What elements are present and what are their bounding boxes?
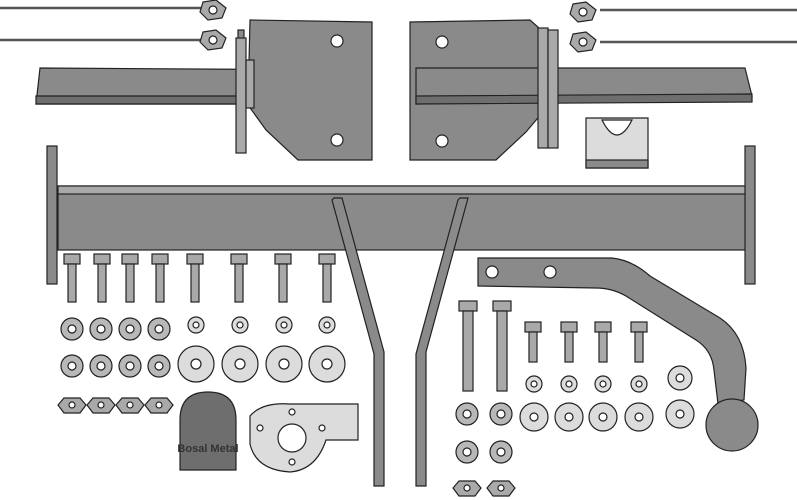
rod-nut xyxy=(199,29,227,51)
cross-beam xyxy=(46,145,756,285)
bolt xyxy=(186,253,204,303)
rod-nut xyxy=(199,0,227,21)
long-bolts-left xyxy=(63,253,336,303)
tow-ball-cover: Bosal Metal xyxy=(177,391,239,471)
flat-washers-left xyxy=(60,317,171,378)
electrical-socket-plate xyxy=(249,403,359,473)
flat-washers-right xyxy=(455,402,513,464)
threaded-rods-right xyxy=(569,1,797,53)
bolt xyxy=(121,253,139,303)
right-mounting-bracket xyxy=(409,19,753,161)
bolt xyxy=(63,253,81,303)
bolt xyxy=(630,321,648,363)
bolt xyxy=(318,253,336,303)
short-bolts-right xyxy=(524,321,648,363)
bolt xyxy=(594,321,612,363)
support-struts xyxy=(331,197,469,487)
bolt xyxy=(151,253,169,303)
bolt xyxy=(560,321,578,363)
large-washers-right xyxy=(519,399,695,432)
large-washers-left xyxy=(177,345,346,383)
nuts-left xyxy=(57,397,174,414)
spring-washers-right xyxy=(525,365,693,393)
threaded-rods-left xyxy=(0,0,245,55)
bolt xyxy=(524,321,542,363)
left-mounting-bracket xyxy=(35,19,373,161)
bolt xyxy=(274,253,292,303)
cover-brand-label: Bosal Metal xyxy=(177,443,238,455)
rod-nut xyxy=(569,1,597,23)
bolt xyxy=(230,253,248,303)
swan-neck-tow-ball xyxy=(477,257,759,452)
rod-nut xyxy=(569,31,597,53)
nuts-right xyxy=(452,480,516,497)
mounting-clamp xyxy=(585,117,649,169)
spring-washers-left xyxy=(187,316,336,334)
bolt xyxy=(492,300,512,392)
bolt xyxy=(93,253,111,303)
long-bolts-right xyxy=(458,300,512,392)
bolt xyxy=(458,300,478,392)
